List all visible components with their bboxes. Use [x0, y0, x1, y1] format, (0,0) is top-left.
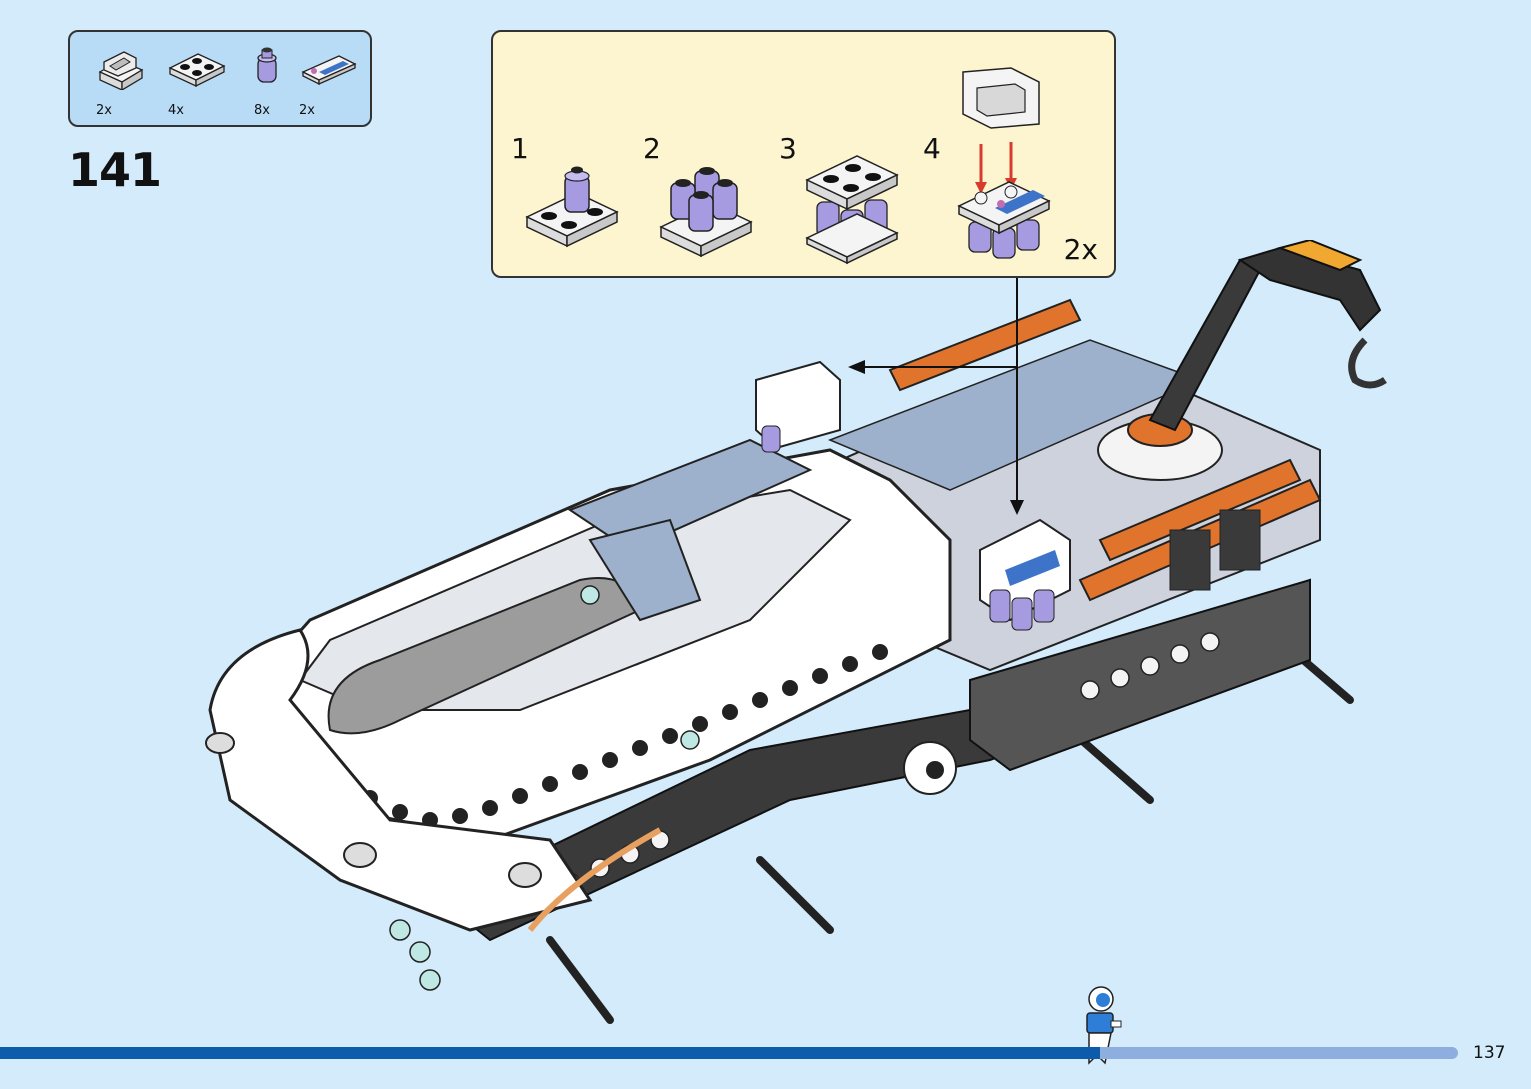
progress-bar-remaining — [1100, 1047, 1458, 1059]
progress-bar-completed — [0, 1047, 1100, 1059]
page-number: 137 — [1473, 1043, 1505, 1063]
